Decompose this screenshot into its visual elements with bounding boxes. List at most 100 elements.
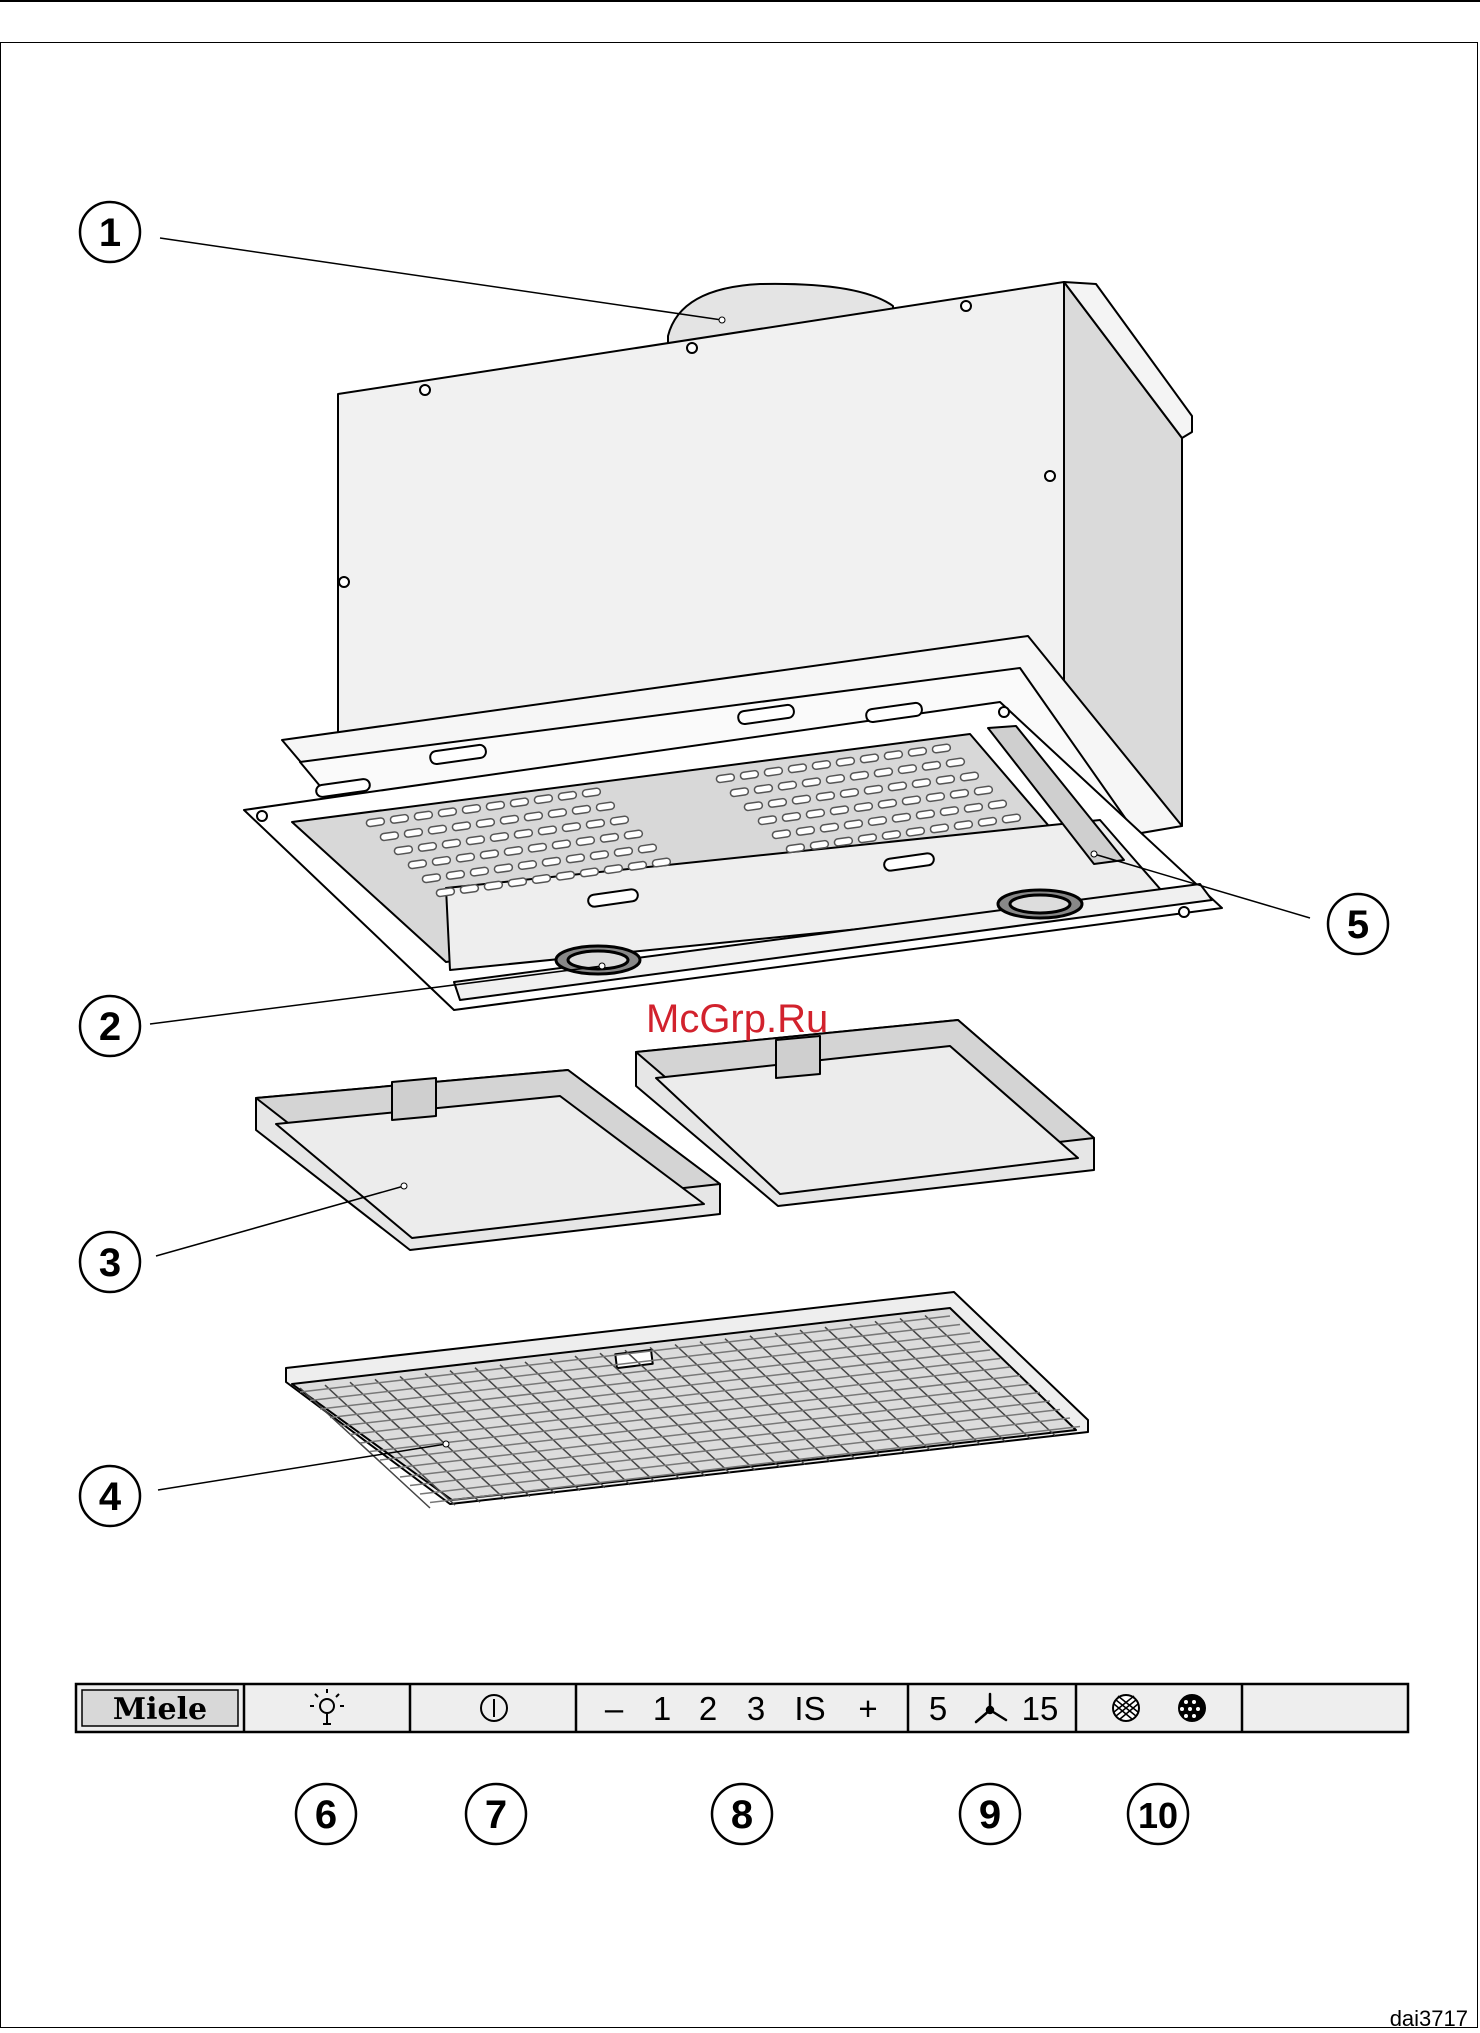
mesh-slot	[480, 850, 499, 859]
fan-intensive-button[interactable]: IS	[794, 1690, 825, 1727]
mesh-slot	[810, 840, 829, 849]
fan-plus-button[interactable]: +	[858, 1690, 877, 1727]
mesh-slot	[974, 786, 993, 795]
callout-2: 2	[80, 996, 140, 1056]
callout-4: 4	[80, 1466, 140, 1526]
mesh-slot	[844, 820, 863, 829]
mesh-slot	[884, 750, 903, 759]
mesh-slot	[652, 858, 671, 867]
mesh-slot	[582, 788, 601, 797]
mesh-slot	[470, 867, 489, 876]
mesh-slot	[888, 782, 907, 791]
callout-7: 7	[466, 1784, 526, 1844]
mesh-slot	[484, 881, 503, 890]
mesh-slot	[366, 817, 385, 826]
mesh-slot	[806, 809, 825, 818]
mesh-slot	[758, 815, 777, 824]
mesh-slot	[936, 775, 955, 784]
fan-speed-3-button[interactable]: 3	[747, 1690, 765, 1727]
mesh-slot	[542, 857, 561, 866]
mesh-slot	[428, 825, 447, 834]
mesh-slot	[788, 764, 807, 773]
mesh-slot	[462, 804, 481, 813]
mesh-slot	[954, 820, 973, 829]
mesh-slot	[950, 789, 969, 798]
mesh-slot	[414, 811, 433, 820]
fan-minus-button[interactable]: –	[605, 1690, 624, 1727]
mesh-slot	[524, 812, 543, 821]
mesh-slot	[566, 854, 585, 863]
callout-10: 10	[1128, 1784, 1188, 1844]
mesh-slot	[610, 816, 629, 825]
mesh-slot	[802, 778, 821, 787]
callout-8: 8	[712, 1784, 772, 1844]
watermark: McGrp.Ru	[646, 997, 828, 1041]
mesh-slot	[796, 826, 815, 835]
mesh-slot	[538, 826, 557, 835]
mesh-slot	[858, 834, 877, 843]
mesh-slot	[418, 842, 437, 851]
power-button[interactable]	[412, 1686, 574, 1730]
light-button[interactable]	[246, 1686, 408, 1730]
mesh-slot	[446, 870, 465, 879]
svg-text:9: 9	[979, 1793, 1001, 1837]
mesh-slot	[600, 833, 619, 842]
mesh-slot	[912, 778, 931, 787]
mesh-slot	[864, 785, 883, 794]
fan-speed-2-button[interactable]: 2	[699, 1690, 717, 1727]
mesh-slot	[778, 781, 797, 790]
mesh-slot	[504, 846, 523, 855]
run-on-15-button[interactable]: 15	[1022, 1690, 1059, 1727]
mesh-slot	[628, 861, 647, 870]
callout-1: 1	[80, 202, 140, 262]
mesh-slot	[1002, 814, 1021, 823]
mesh-slot	[548, 808, 567, 817]
mesh-slot	[528, 843, 547, 852]
svg-text:2: 2	[99, 1005, 121, 1049]
mesh-slot	[614, 847, 633, 856]
mesh-slot	[408, 859, 427, 868]
mesh-slot	[826, 774, 845, 783]
mesh-slot	[460, 884, 479, 893]
fan-speed-1-button[interactable]: 1	[653, 1690, 671, 1727]
mesh-slot	[902, 796, 921, 805]
mesh-slot	[380, 831, 399, 840]
mesh-slot	[404, 828, 423, 837]
svg-text:Miele: Miele	[113, 1692, 207, 1727]
mesh-slot	[964, 803, 983, 812]
run-on-5-button[interactable]: 5	[929, 1690, 947, 1727]
mesh-slot	[836, 757, 855, 766]
brand-logo: Miele	[82, 1690, 238, 1727]
mesh-slot	[490, 832, 509, 841]
mesh-slot	[638, 844, 657, 853]
grease-filter-icon	[1113, 1695, 1139, 1721]
mesh-slot	[940, 806, 959, 815]
mesh-slot	[716, 773, 735, 782]
mesh-slot	[834, 837, 853, 846]
mesh-slot	[510, 798, 529, 807]
mesh-slot	[390, 814, 409, 823]
mesh-slot	[486, 801, 505, 810]
mesh-slot	[730, 787, 749, 796]
mesh-slot	[624, 830, 643, 839]
mesh-slot	[764, 767, 783, 776]
mesh-slot	[854, 802, 873, 811]
mesh-slot	[878, 799, 897, 808]
mesh-slot	[932, 744, 951, 753]
mesh-slot	[456, 853, 475, 862]
mesh-slot	[740, 770, 759, 779]
callout-3: 3	[80, 1232, 140, 1292]
mesh-slot	[792, 795, 811, 804]
mesh-slot	[466, 836, 485, 845]
mesh-slot	[436, 887, 455, 896]
svg-text:3: 3	[99, 1241, 121, 1285]
mesh-slot	[532, 874, 551, 883]
svg-text:6: 6	[315, 1793, 337, 1837]
mesh-slot	[816, 792, 835, 801]
blank-button[interactable]	[1244, 1686, 1406, 1730]
mesh-slot	[508, 878, 527, 887]
mesh-slot	[572, 805, 591, 814]
mesh-slot	[978, 817, 997, 826]
callout-5: 5	[1328, 894, 1388, 954]
mesh-slot	[476, 818, 495, 827]
